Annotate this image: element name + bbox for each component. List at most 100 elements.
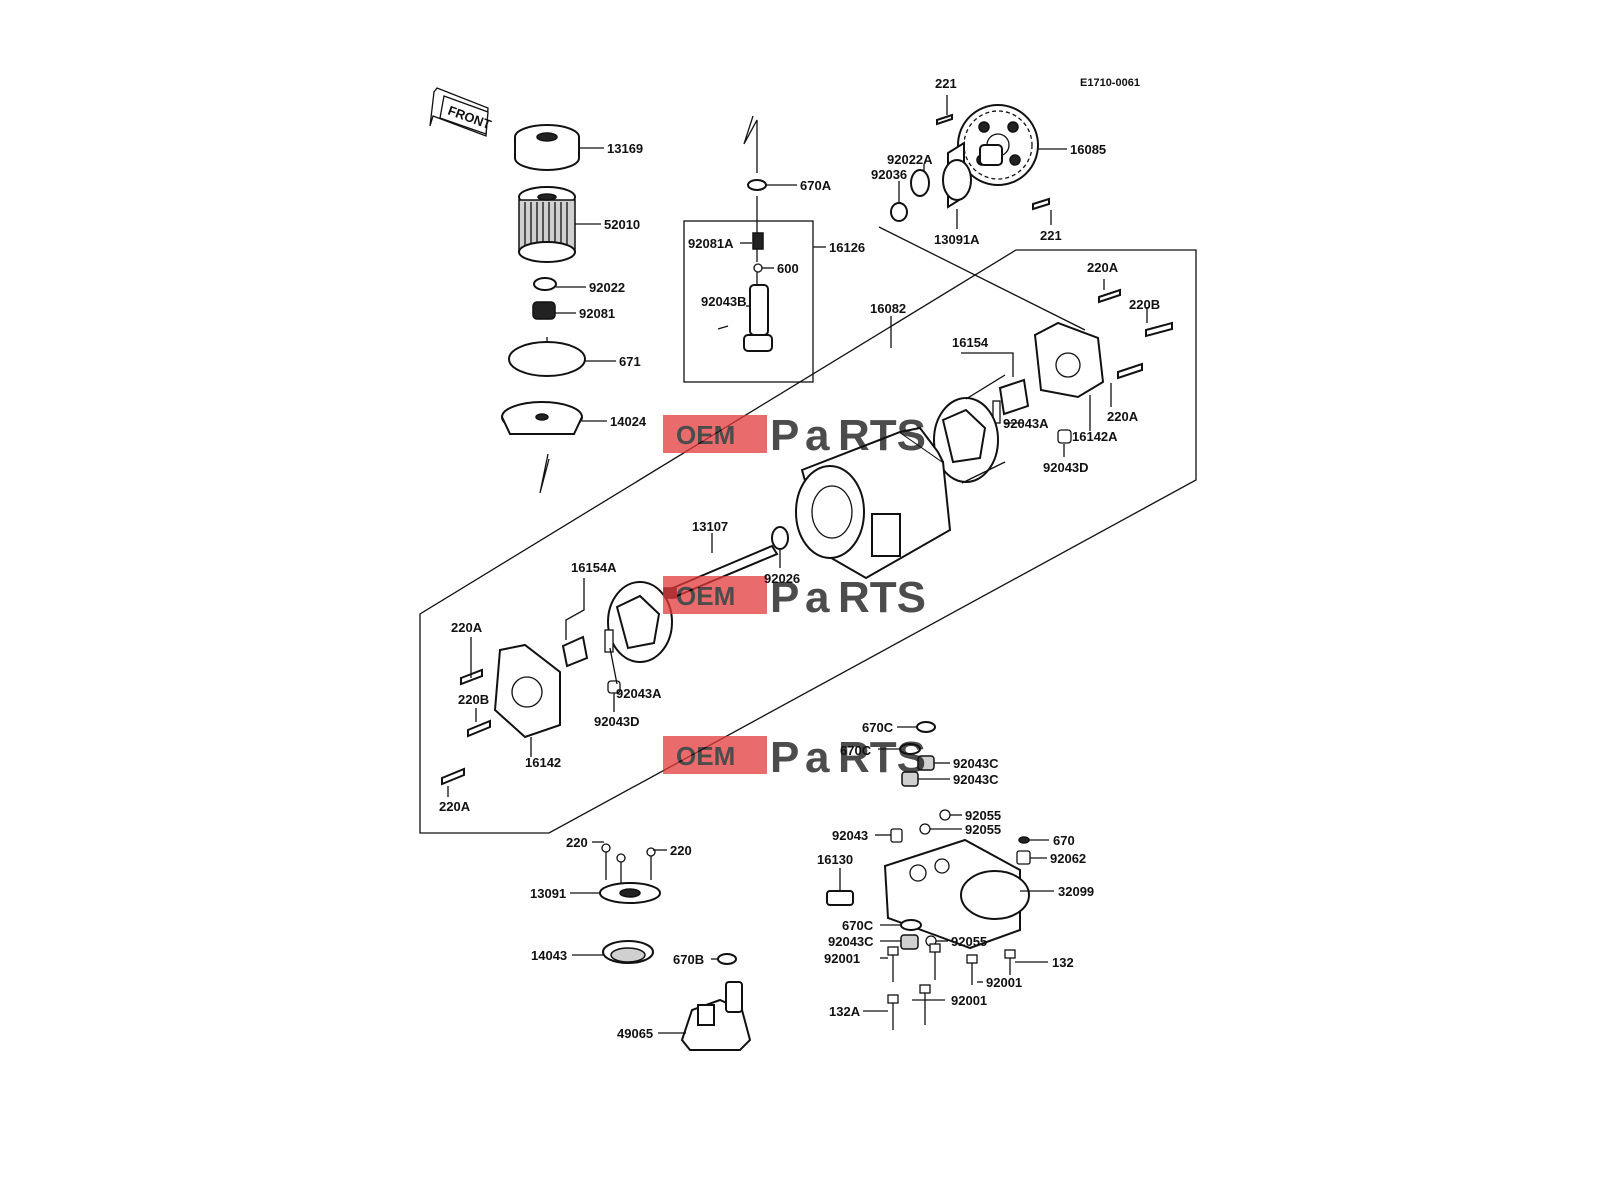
part-label-13091: 13091 (530, 886, 566, 901)
part-label-92022A: 92022A (887, 152, 933, 167)
part-label-16154A: 16154A (571, 560, 617, 575)
oring-671 (508, 341, 586, 377)
oil-filter-group (501, 124, 586, 494)
part-label-220-1: 220 (566, 835, 588, 850)
oring-670B (717, 953, 737, 965)
part-label-92055-2: 92055 (965, 822, 1001, 837)
watermark-top: OEM P a RTS (663, 411, 926, 460)
part-label-92043D-1: 92043D (1043, 460, 1089, 475)
watermark-text: RTS (838, 411, 926, 460)
part-label-670C-1: 670C (862, 720, 894, 735)
part-label-92001-3: 92001 (951, 993, 987, 1008)
part-label-92043A-1: 92043A (1003, 416, 1049, 431)
part-label-92001-2: 92001 (986, 975, 1022, 990)
part-label-32099: 32099 (1058, 884, 1094, 899)
relief-valve-group (717, 115, 773, 352)
oring-92055-b (919, 823, 931, 835)
watermark-text: P (770, 573, 799, 622)
part-label-92026: 92026 (764, 571, 800, 586)
part-label-16126: 16126 (829, 240, 865, 255)
bolt-220A-mid (1117, 362, 1143, 380)
pump-left-group (441, 581, 673, 786)
part-label-16130: 16130 (817, 852, 853, 867)
part-label-14043: 14043 (531, 948, 567, 963)
oring-670C-bottom (900, 919, 922, 931)
valve-body-16126 (749, 284, 769, 336)
watermark-text: a (805, 411, 830, 460)
watermark-oem-badge (663, 576, 767, 614)
dowel-92043 (890, 828, 903, 843)
front-arrow: FRONT (429, 87, 493, 137)
watermark-bottom: OEM P a RTS (663, 733, 926, 782)
part-label-600: 600 (777, 261, 799, 276)
diagram-code: E1710-0061 (1080, 77, 1140, 89)
part-label-670B: 670B (673, 952, 704, 967)
bolt-220B-left (467, 719, 491, 738)
part-label-16154: 16154 (952, 335, 989, 350)
part-label-92081: 92081 (579, 306, 615, 321)
plug-92062 (1016, 850, 1031, 865)
leader-lines (447, 95, 1148, 1034)
pin-92043A-left (604, 629, 614, 653)
part-label-220A-1: 220A (1087, 260, 1119, 275)
washer-92026 (771, 526, 789, 550)
part-label-670C-2: 670C (840, 743, 872, 758)
watermark-text: RTS (838, 573, 926, 622)
svg-text:OEM: OEM (676, 420, 735, 450)
part-label-220A-2: 220A (1107, 409, 1139, 424)
part-label-13169: 13169 (607, 141, 643, 156)
oil-passage-group (826, 721, 1031, 1030)
oring-670 (1018, 836, 1030, 844)
watermark-text: a (805, 573, 830, 622)
part-label-220A-3: 220A (451, 620, 483, 635)
part-label-671: 671 (619, 354, 641, 369)
plug-16130 (826, 890, 854, 906)
part-label-13091A: 13091A (934, 232, 980, 247)
part-label-221-bottom: 221 (1040, 228, 1062, 243)
oring-92055-a (939, 809, 951, 821)
part-label-132: 132 (1052, 955, 1074, 970)
spring-92081 (532, 301, 556, 320)
part-label-92043C-1: 92043C (953, 756, 999, 771)
rotor-16154 (998, 378, 1030, 416)
ball-600 (753, 263, 763, 273)
relief-valve-box (683, 220, 814, 383)
watermark-oem-badge (663, 415, 767, 453)
part-label-92043B: 92043B (701, 294, 747, 309)
svg-text:OEM: OEM (676, 741, 735, 771)
part-label-670: 670 (1053, 833, 1075, 848)
part-label-92043A-2: 92043A (616, 686, 662, 701)
oil-pump-assembly-frame (419, 249, 1197, 834)
watermark-text: a (805, 733, 830, 782)
part-label-49065: 49065 (617, 1026, 653, 1041)
part-label-92062: 92062 (1050, 851, 1086, 866)
spring-92081A (752, 232, 764, 250)
watermark-oem-badge (663, 736, 767, 774)
part-label-13107: 13107 (692, 519, 728, 534)
ring-92022A (910, 169, 930, 197)
part-label-221-top: 221 (935, 76, 957, 91)
oring-670C-top (916, 721, 936, 733)
rotor-16154A (561, 635, 589, 668)
oring-670A (747, 179, 767, 191)
part-label-16085: 16085 (1070, 142, 1106, 157)
dowel-92043D (1057, 429, 1072, 444)
pump-body-16082 (795, 426, 952, 580)
part-label-92022: 92022 (589, 280, 625, 295)
part-label-92055-1: 92055 (965, 808, 1001, 823)
part-label-16082: 16082 (870, 301, 906, 316)
part-label-92055-3: 92055 (951, 934, 987, 949)
part-label-92043: 92043 (832, 828, 868, 843)
part-label-670C-3: 670C (842, 918, 874, 933)
part-label-92043C-3: 92043C (828, 934, 874, 949)
part-label-92043D-2: 92043D (594, 714, 640, 729)
washer-92022 (533, 277, 557, 291)
part-label-16142: 16142 (525, 755, 561, 770)
watermark-middle: OEM P a RTS (663, 573, 926, 622)
bolt-220A-top (1098, 288, 1121, 304)
pin-92043A (992, 400, 1001, 424)
ring-92036 (890, 202, 908, 222)
part-label-670A: 670A (800, 178, 832, 193)
